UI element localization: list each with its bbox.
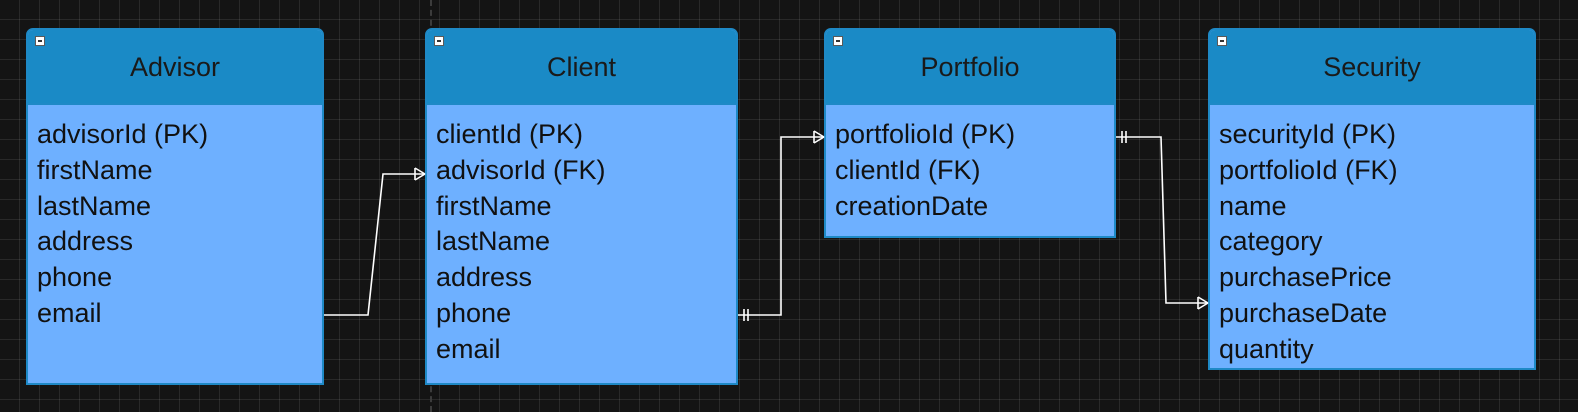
connector-line[interactable] <box>738 136 824 316</box>
attribute-row[interactable]: portfolioId (PK) <box>835 119 1016 149</box>
one-and-only-one-icon <box>743 309 749 321</box>
collapse-icon[interactable] <box>35 36 45 46</box>
entity-attributes[interactable]: portfolioId (PK) clientId (FK) creationD… <box>826 105 1114 224</box>
attribute-row[interactable]: clientId (FK) <box>835 154 981 185</box>
attribute-row[interactable]: name <box>1219 190 1287 221</box>
entity-portfolio[interactable]: Portfolio portfolioId (PK) clientId (FK)… <box>824 28 1116 238</box>
entity-title[interactable]: Advisor <box>129 52 221 82</box>
connector-line[interactable] <box>324 173 425 316</box>
attribute-row[interactable]: address <box>37 226 134 257</box>
attribute-row[interactable]: advisorId (FK) <box>436 154 606 185</box>
entity-attributes[interactable]: clientId (PK) advisorId (FK) firstName l… <box>427 105 736 368</box>
attribute-row[interactable]: firstName <box>37 154 153 185</box>
entity-header[interactable]: Security <box>1210 30 1534 105</box>
attribute-row[interactable]: firstName <box>436 190 552 221</box>
attribute-row[interactable]: lastName <box>436 226 551 257</box>
relationship-portfolio-security[interactable] <box>1116 131 1209 310</box>
relationship-client-portfolio[interactable] <box>738 130 825 321</box>
entity-advisor[interactable]: Advisor advisorId (PK) firstName lastNam… <box>26 28 324 385</box>
crows-foot-one-or-many-icon <box>414 167 426 181</box>
collapse-icon[interactable] <box>434 36 444 46</box>
crows-foot-one-or-many-icon <box>1197 296 1209 310</box>
attribute-row[interactable]: category <box>1219 226 1323 257</box>
attribute-row[interactable]: clientId (PK) <box>436 119 584 149</box>
entity-attributes[interactable]: securityId (PK) portfolioId (FK) name ca… <box>1210 105 1534 368</box>
entity-header[interactable]: Client <box>427 30 736 105</box>
attribute-row[interactable]: phone <box>37 262 113 293</box>
entity-header[interactable]: Advisor <box>28 30 322 105</box>
entity-title[interactable]: Portfolio <box>920 52 1020 82</box>
collapse-icon[interactable] <box>1217 36 1227 46</box>
attribute-row[interactable]: phone <box>436 297 512 328</box>
entity-attributes[interactable]: advisorId (PK) firstName lastName addres… <box>28 105 322 332</box>
attribute-row[interactable]: quantity <box>1219 333 1314 364</box>
entity-security[interactable]: Security securityId (PK) portfolioId (FK… <box>1208 28 1536 370</box>
attribute-row[interactable]: securityId (PK) <box>1219 119 1397 149</box>
attribute-row[interactable]: lastName <box>37 190 152 221</box>
attribute-row[interactable]: purchasePrice <box>1219 262 1392 293</box>
one-and-only-one-icon <box>1121 131 1127 143</box>
relationship-advisor-client[interactable] <box>324 167 426 316</box>
attribute-row[interactable]: creationDate <box>835 190 989 221</box>
connector-line[interactable] <box>1116 136 1208 304</box>
attribute-row[interactable]: purchaseDate <box>1219 297 1388 328</box>
entity-client[interactable]: Client clientId (PK) advisorId (FK) firs… <box>425 28 738 385</box>
crows-foot-one-or-many-icon <box>813 130 825 144</box>
attribute-row[interactable]: advisorId (PK) <box>37 119 209 149</box>
entity-header[interactable]: Portfolio <box>826 30 1114 105</box>
attribute-row[interactable]: address <box>436 262 533 293</box>
attribute-row[interactable]: email <box>37 297 102 328</box>
entity-title[interactable]: Client <box>546 52 617 82</box>
entity-title[interactable]: Security <box>1323 52 1421 82</box>
attribute-row[interactable]: portfolioId (FK) <box>1219 154 1398 185</box>
attribute-row[interactable]: email <box>436 333 501 364</box>
collapse-icon[interactable] <box>833 36 843 46</box>
